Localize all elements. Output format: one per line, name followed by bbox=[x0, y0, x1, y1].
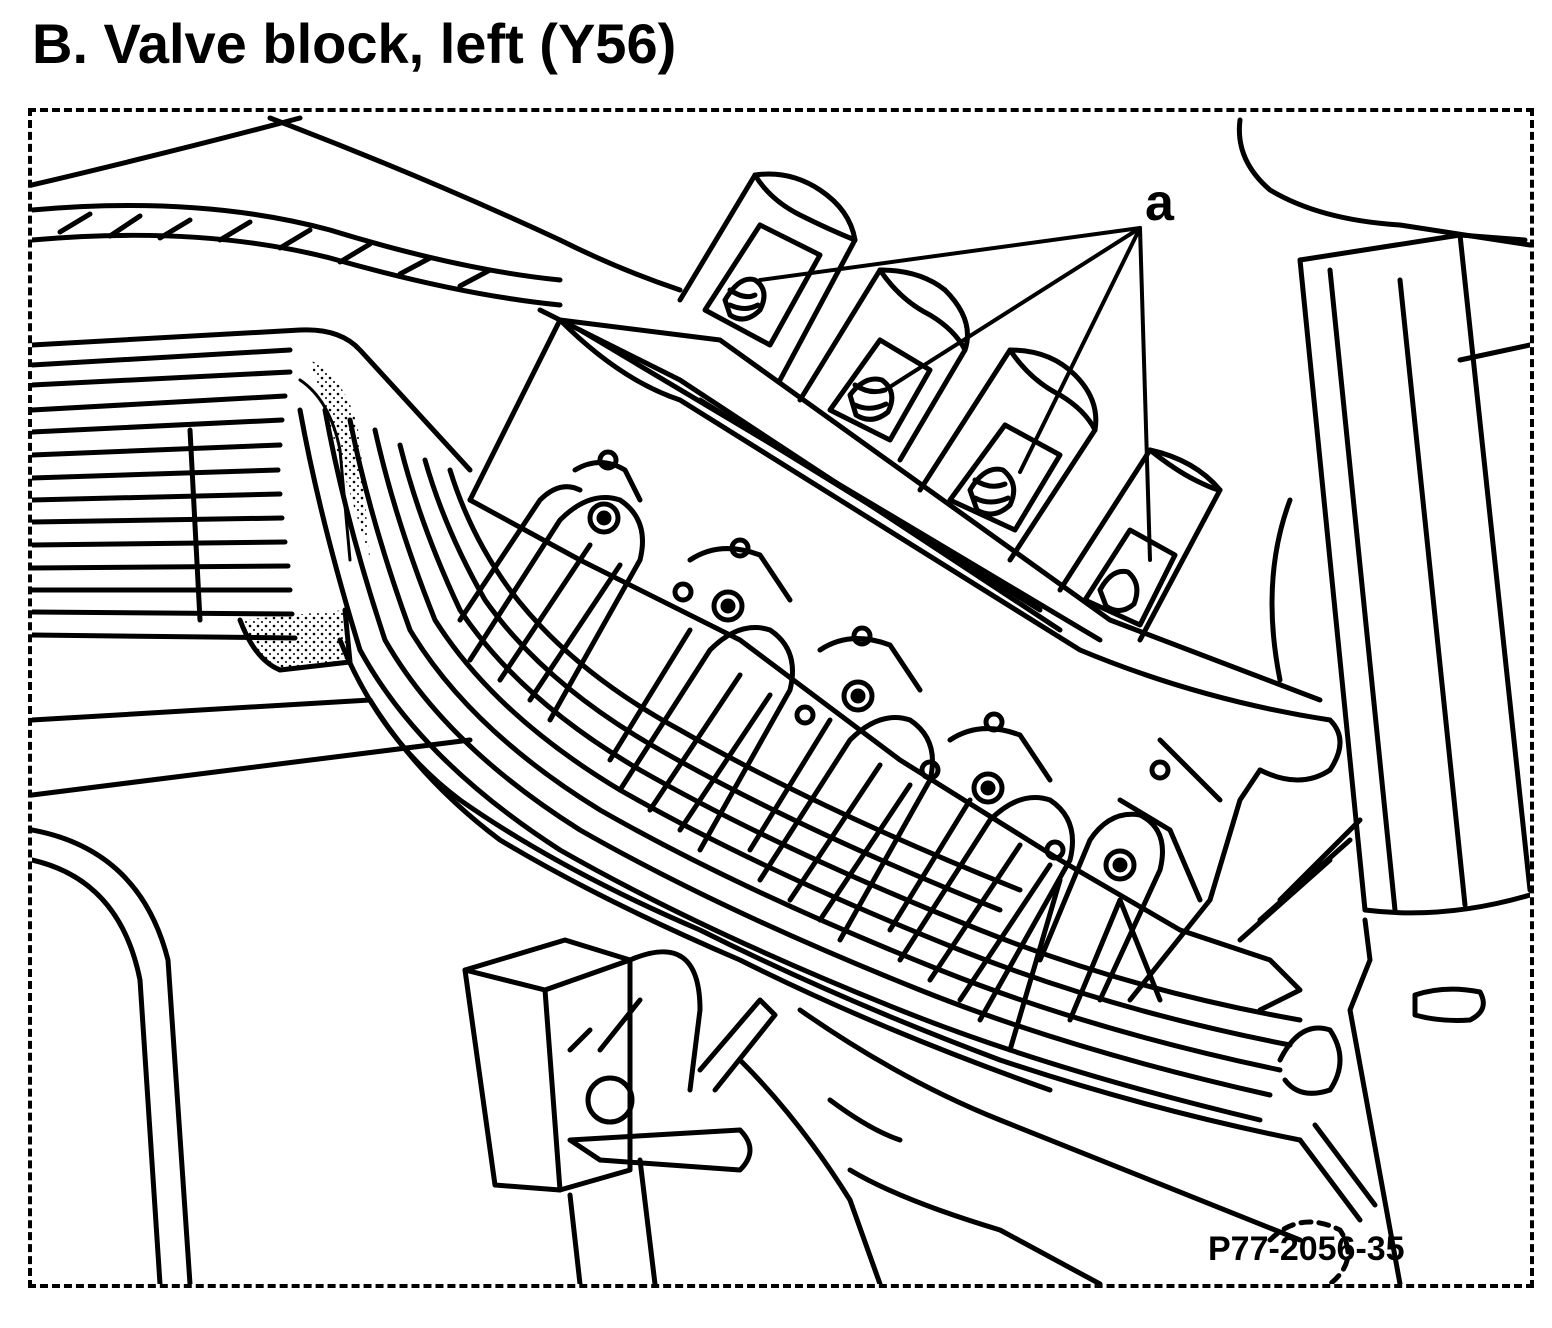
valve-block-body bbox=[467, 307, 1343, 1003]
tube-bundle bbox=[297, 407, 1303, 1284]
connector-plug-2 bbox=[607, 537, 795, 853]
solenoid-coil-1 bbox=[677, 171, 858, 383]
connector-plug-4 bbox=[887, 711, 1075, 1023]
connector-plug-5 bbox=[1007, 759, 1203, 1053]
junction-box bbox=[462, 937, 778, 1284]
callout-label-a: a bbox=[1145, 174, 1175, 232]
page-title: B. Valve block, left (Y56) bbox=[32, 12, 677, 75]
callout-leader-lines bbox=[758, 226, 1152, 562]
left-housing bbox=[32, 327, 473, 798]
illustration-frame bbox=[28, 108, 1534, 1288]
right-column bbox=[1177, 117, 1530, 1284]
lower-left-tube bbox=[32, 827, 193, 1284]
reference-code: P77-2056-35 bbox=[1208, 1230, 1405, 1268]
connector-plug-1 bbox=[457, 449, 645, 723]
solenoid-coil-4 bbox=[1057, 447, 1223, 643]
upper-left-cable-bundle bbox=[32, 115, 683, 308]
